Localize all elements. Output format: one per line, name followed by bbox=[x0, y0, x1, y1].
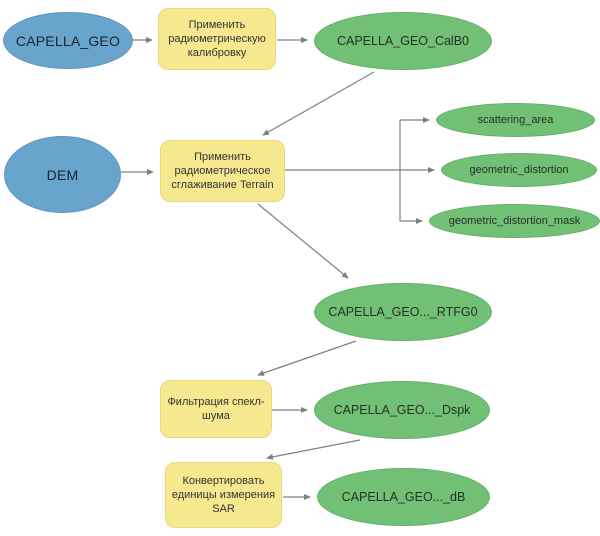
node-label: DEM bbox=[46, 166, 79, 183]
arrow-calb0-to-terrain bbox=[262, 71, 375, 136]
node-tool-convert-sar-units[interactable]: Конвертировать единицы измерения SAR bbox=[165, 462, 282, 528]
node-label: Конвертировать единицы измерения SAR bbox=[171, 474, 276, 516]
node-dem[interactable]: DEM bbox=[4, 136, 121, 213]
node-label: CAPELLA_GEO..._dB bbox=[341, 490, 466, 504]
node-geometric-distortion-mask[interactable]: geometric_distortion_mask bbox=[429, 204, 600, 238]
node-capella-geo[interactable]: CAPELLA_GEO bbox=[3, 12, 133, 69]
node-label: Применить радиометрическую калибровку bbox=[168, 18, 266, 60]
node-label: scattering_area bbox=[477, 114, 554, 126]
node-label: CAPELLA_GEO..._RTFG0 bbox=[328, 305, 478, 319]
arrow-dspk-to-convert bbox=[266, 439, 361, 460]
node-label: CAPELLA_GEO_CalB0 bbox=[336, 34, 469, 48]
node-label: CAPELLA_GEO..._Dspk bbox=[333, 403, 471, 417]
node-label: geometric_distortion bbox=[469, 164, 569, 176]
node-label: CAPELLA_GEO bbox=[15, 32, 121, 49]
arrow-rtfg0-to-speckle bbox=[257, 340, 357, 376]
node-label: geometric_distortion_mask bbox=[448, 215, 581, 227]
node-capella-geo-db[interactable]: CAPELLA_GEO..._dB bbox=[317, 468, 490, 526]
node-capella-geo-dspk[interactable]: CAPELLA_GEO..._Dspk bbox=[314, 381, 490, 439]
node-tool-radiometric-calibration[interactable]: Применить радиометрическую калибровку bbox=[158, 8, 276, 70]
node-scattering-area[interactable]: scattering_area bbox=[436, 103, 595, 137]
node-label: Фильтрация спекл-шума bbox=[167, 395, 265, 422]
arrow-terrain-to-rtfg0 bbox=[257, 203, 349, 279]
node-capella-geo-calb0[interactable]: CAPELLA_GEO_CalB0 bbox=[314, 12, 492, 70]
node-capella-geo-rtfg0[interactable]: CAPELLA_GEO..._RTFG0 bbox=[314, 283, 492, 341]
node-label: Применить радиометрическое сглаживание T… bbox=[171, 150, 274, 192]
node-geometric-distortion[interactable]: geometric_distortion bbox=[441, 153, 597, 187]
node-tool-speckle-filter[interactable]: Фильтрация спекл-шума bbox=[160, 380, 272, 438]
node-tool-radiometric-terrain[interactable]: Применить радиометрическое сглаживание T… bbox=[160, 140, 285, 202]
